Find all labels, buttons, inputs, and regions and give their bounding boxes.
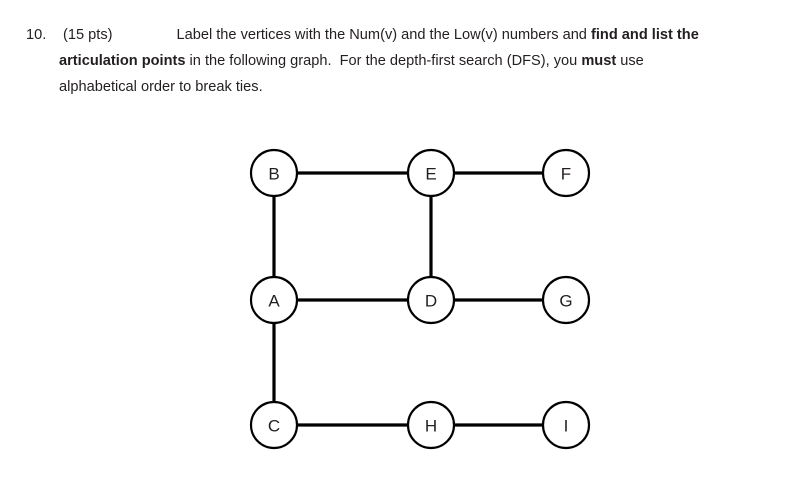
question-points: (15 pts) — [63, 27, 113, 43]
graph-node-circle-d — [406, 275, 456, 325]
graph-node-circle-b — [249, 148, 299, 198]
question-line-1: (15 pts) Label the vertices with the Num(… — [63, 26, 699, 44]
question-line-3: alphabetical order to break ties. — [59, 79, 263, 95]
graph-node-circle-g — [541, 275, 591, 325]
graph-node-circle-i — [541, 400, 591, 450]
graph-node-label-a: A — [268, 292, 280, 311]
question-bold-find-and-list: find and list the — [590, 27, 699, 43]
question-bold-must: must — [581, 53, 617, 69]
graph-node-circle-h — [406, 400, 456, 450]
graph-node-label-c: C — [268, 417, 280, 436]
graph-node-label-d: D — [425, 292, 437, 311]
graph-node-f: F — [541, 148, 591, 198]
graph-node-circle-c — [249, 400, 299, 450]
graph-node-b: B — [249, 148, 299, 198]
question-text-part-3: use — [616, 53, 644, 69]
graph-node-label-e: E — [425, 165, 436, 184]
graph-node-h: H — [406, 400, 456, 450]
graph-node-label-h: H — [425, 417, 437, 436]
graph-node-label-g: G — [559, 292, 572, 311]
question-number: 10. — [26, 27, 47, 43]
graph-node-label-f: F — [561, 165, 571, 184]
graph-svg: B E F A D G C H I — [249, 148, 591, 450]
question-bold-articulation-points: articulation points — [59, 53, 186, 69]
question-text-part-1: Label the vertices with the Num(v) and t… — [176, 27, 591, 43]
graph-node-label-b: B — [268, 165, 279, 184]
question-text-part-2: in the following graph. For the depth-fi… — [185, 53, 582, 69]
graph-node-i: I — [541, 400, 591, 450]
graph-node-circle-e — [406, 148, 456, 198]
graph-figure: B E F A D G C H I — [0, 110, 802, 483]
graph-node-g: G — [541, 275, 591, 325]
graph-node-d: D — [406, 275, 456, 325]
question-line-2: articulation points in the following gra… — [59, 52, 644, 70]
graph-node-circle-a — [249, 275, 299, 325]
graph-node-label-i: I — [564, 417, 569, 436]
graph-node-circle-f — [541, 148, 591, 198]
graph-node-e: E — [406, 148, 456, 198]
graph-node-a: A — [249, 275, 299, 325]
graph-edges — [272, 171, 543, 427]
graph-nodes: B E F A D G C H I — [249, 148, 591, 450]
graph-node-c: C — [249, 400, 299, 450]
